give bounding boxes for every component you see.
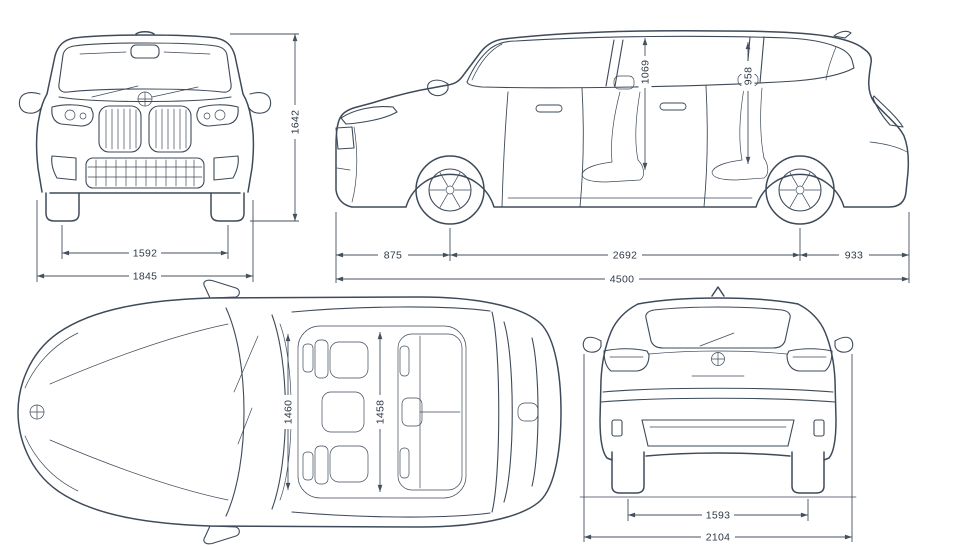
- side-mirror: [427, 79, 449, 97]
- front-wheels: [45, 192, 245, 222]
- dim-front-overhang: 875: [336, 248, 450, 262]
- rear-body-outline: [599, 286, 837, 461]
- top-front-seats: [302, 339, 369, 485]
- bmw-roundel-top-icon: [29, 404, 45, 420]
- top-body-outline: [17, 296, 562, 528]
- rear-wheels: [611, 451, 825, 494]
- dim-overall-width-mirrors: 2104: [583, 354, 853, 544]
- rear-window: [645, 306, 791, 349]
- rear-tailgate-lines: [600, 350, 836, 403]
- dim-front-interior-height-label: 1069: [640, 60, 652, 85]
- dim-front-interior-height: 1069: [638, 38, 652, 170]
- side-door-seams: [501, 85, 753, 208]
- dim-rear-interior-height-label: 958: [743, 67, 755, 85]
- side-body-outline: [335, 30, 910, 208]
- top-roof: [291, 306, 500, 518]
- dim-overall-length: 4500: [336, 272, 909, 286]
- dim-rear-interior-width-label: 1458: [375, 400, 387, 425]
- rear-bumper: [611, 419, 825, 447]
- top-rear-window: [503, 321, 539, 503]
- dim-front-overhang-label: 875: [384, 250, 402, 262]
- dim-rear-track-width: 1593: [627, 499, 809, 522]
- front-windshield: [58, 42, 232, 98]
- side-interior-seats: [581, 73, 769, 183]
- dim-rear-track-width-label: 1593: [706, 510, 731, 522]
- dim-rear-interior-height: 958: [741, 42, 755, 164]
- dim-overall-length-label: 4500: [610, 274, 635, 286]
- side-front-fascia: [335, 106, 398, 203]
- dim-overall-height-label: 1642: [290, 110, 302, 135]
- side-glasshouse: [466, 35, 855, 89]
- kidney-grille: [98, 105, 192, 153]
- rear-taillights: [603, 348, 833, 372]
- side-view: 1069 958 875 2692: [335, 30, 910, 286]
- front-headlights: [51, 104, 239, 127]
- dim-overall-width-label: 1845: [133, 271, 158, 283]
- dim-overall-width-mirrors-label: 2104: [706, 532, 731, 544]
- front-side-intakes: [51, 155, 239, 181]
- front-lower-intake: [85, 157, 205, 189]
- dim-rear-overhang-label: 933: [845, 250, 863, 262]
- front-body-outline: [35, 31, 255, 194]
- side-front-wheel: [415, 155, 485, 225]
- side-rear-details: [833, 30, 908, 153]
- top-mirrors: [203, 279, 240, 545]
- dim-wheelbase: 2692: [450, 248, 800, 262]
- top-windshield: [225, 307, 292, 517]
- dim-track-width-label: 1592: [133, 248, 158, 260]
- dim-rear-overhang: 933: [800, 248, 909, 262]
- top-rear-bench: [397, 333, 463, 491]
- rear-mirrors: [582, 336, 854, 353]
- dim-overall-width: 1845: [36, 200, 254, 283]
- bmw-roundel-icon: [137, 91, 153, 107]
- side-rear-wheel: [765, 155, 835, 225]
- dim-wheelbase-label: 2692: [613, 250, 638, 262]
- rear-view: 1593 2104: [579, 286, 857, 544]
- top-view: 1460 1458: [17, 279, 562, 545]
- top-hood-lines: [24, 323, 229, 501]
- dim-track-width: 1592: [61, 225, 229, 260]
- bmw-roundel-rear-icon: [711, 352, 725, 366]
- dim-front-interior-width-label: 1460: [283, 400, 295, 425]
- dim-rear-interior-width: 1458: [373, 332, 387, 492]
- front-side-mirrors: [18, 92, 272, 114]
- front-view: 1642 1592 1845: [18, 31, 302, 283]
- side-extension-lines: [335, 212, 910, 283]
- dim-overall-height: 1642: [230, 33, 302, 222]
- dim-front-interior-width: 1460: [281, 334, 295, 490]
